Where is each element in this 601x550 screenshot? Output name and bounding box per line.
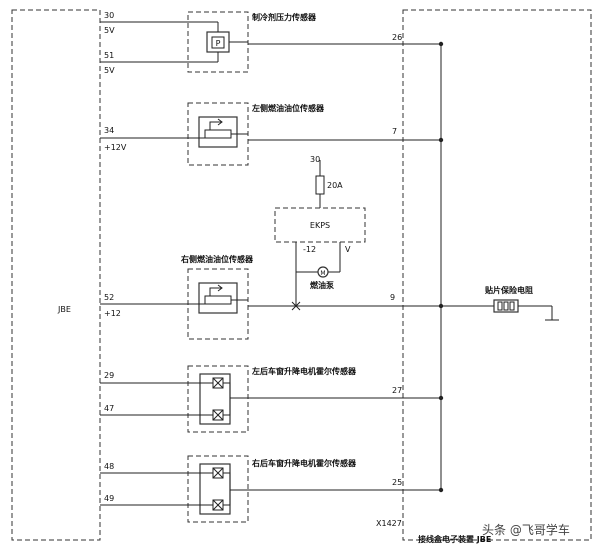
left-rear-hall-sensor-frame [187, 365, 249, 433]
junction-pin-26: 26 [392, 33, 402, 42]
right-rear-hall-sensor-label: 右后车窗升降电机霍尔传感器 [251, 458, 357, 468]
refrigerant-sensor-label: 制冷剂压力传感器 [252, 12, 317, 22]
pin-51-voltage: 5V [104, 66, 115, 75]
ekps-label: EKPS [310, 221, 330, 230]
left-fuel-sensor-label: 左侧燃油油位传感器 [251, 103, 325, 113]
pin-30-voltage: 5V [104, 26, 115, 35]
ekps-supply-pin: 30 [310, 155, 320, 164]
pin-48-label: 48 [104, 462, 114, 471]
ekps-fuse-rating: 20A [327, 181, 343, 190]
pin-47-label: 47 [104, 404, 114, 413]
pin-29-label: 29 [104, 371, 114, 380]
left-rear-hall-sensor-body [199, 373, 231, 425]
fuel-pump-motor-icon [317, 266, 329, 278]
junction-pin-7: 7 [392, 127, 397, 136]
svg-text:M: M [320, 270, 325, 277]
junction-box [402, 9, 592, 541]
pressure-symbol: P [216, 39, 221, 48]
right-rear-hall-sensor-body [199, 463, 231, 515]
fuel-pump-label: 燃油泵 [310, 280, 334, 290]
pin-52-label: 52 [104, 293, 114, 302]
chip-fuse-label: 贴片保险电阻 [485, 285, 533, 295]
watermark: 头条 @飞哥学车 [482, 522, 570, 537]
ekps-pin-neg: -12 [303, 245, 316, 254]
left-rear-hall-sensor-label: 左后车窗升降电机霍尔传感器 [251, 366, 357, 376]
pin-52-voltage: +12 [104, 309, 121, 318]
connector-label: X1427 [376, 519, 402, 528]
pressure-icon [211, 36, 225, 49]
right-rear-hall-sensor-frame [187, 455, 249, 523]
jbe-module-box [11, 9, 101, 541]
junction-pin-27: 27 [392, 386, 402, 395]
fuse-icon [315, 175, 325, 195]
pin-30-label: 30 [104, 11, 114, 20]
junction-pin-9: 9 [390, 293, 395, 302]
ekps-module-box [274, 207, 366, 243]
jbe-label: JBE [57, 305, 71, 314]
right-fuel-sensor-label: 右侧燃油油位传感器 [180, 254, 254, 264]
ekps-pin-v: V [345, 245, 351, 254]
pin-34-label: 34 [104, 126, 114, 135]
pin-49-label: 49 [104, 494, 114, 503]
pin-34-voltage: +12V [104, 143, 127, 152]
pin-51-label: 51 [104, 51, 114, 60]
junction-box-title: 接线盒电子装置 JBE [418, 534, 491, 544]
junction-pin-25: 25 [392, 478, 402, 487]
